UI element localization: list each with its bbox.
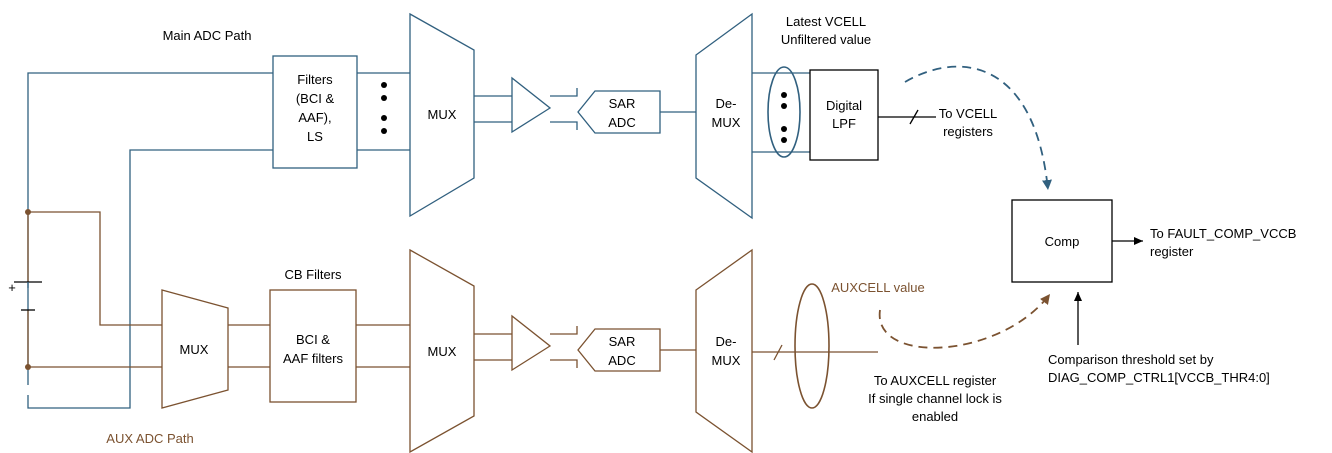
comp-output-line1: To FAULT_COMP_VCCB	[1150, 226, 1296, 241]
cb-filters-box	[269, 289, 357, 403]
main-amplifier	[511, 76, 552, 134]
filters-mux-dots	[381, 82, 387, 134]
vcell-label-line1: Latest VCELL	[786, 14, 866, 29]
to-auxcell-line3: enabled	[912, 409, 958, 424]
main-filters-line3: AAF),	[298, 110, 331, 125]
lpf-line1: Digital	[826, 98, 862, 113]
main-path-title: Main ADC Path	[163, 28, 252, 43]
to-vcell-line1: To VCELL	[939, 106, 998, 121]
aux-mux	[409, 248, 475, 453]
vcell-bus-dots	[781, 92, 787, 143]
main-mux	[409, 12, 475, 218]
to-vcell-line2: registers	[943, 124, 993, 139]
vcell-label-line2: Unfiltered value	[781, 32, 871, 47]
main-filters-line4: LS	[307, 129, 323, 144]
main-filters-line2: (BCI &	[296, 91, 335, 106]
comp-output-line2: register	[1150, 244, 1194, 259]
aux-demux	[695, 248, 753, 453]
battery-plus: +	[8, 280, 16, 295]
aux-input-mux-label: MUX	[180, 342, 209, 357]
auxmux-to-cb-wires	[228, 324, 270, 368]
to-auxcell-line1: To AUXCELL register	[874, 373, 997, 388]
aux-demux-line2: MUX	[712, 353, 741, 368]
auxcell-label: AUXCELL value	[831, 280, 924, 295]
filters-to-mux-wires	[357, 72, 410, 151]
cb-line2: AAF filters	[283, 351, 343, 366]
digital-lpf-block: Digital LPF To VCELL registers	[809, 69, 998, 161]
demux-output-wires	[752, 72, 810, 153]
main-sar-line2: ADC	[608, 115, 635, 130]
main-sar-adc	[577, 90, 661, 134]
amp-to-sar-wires	[550, 88, 578, 130]
cb-line1: BCI &	[296, 332, 330, 347]
main-adc-path: Filters (BCI & AAF), LS MUX SAR ADC De- …	[27, 12, 871, 409]
comparator-block: Comp To FAULT_COMP_VCCB register Compari…	[1011, 199, 1296, 385]
main-demux	[695, 12, 753, 220]
lpf-line2: LPF	[832, 116, 856, 131]
node-top	[25, 209, 31, 215]
cb-to-mux-wires	[356, 324, 410, 368]
aux-bus-slash	[773, 344, 783, 361]
main-input-wire-top	[27, 72, 273, 385]
aux-sar-line2: ADC	[608, 353, 635, 368]
threshold-line1: Comparison threshold set by	[1048, 352, 1214, 367]
aux-amplifier	[511, 314, 552, 372]
to-auxcell-line2: If single channel lock is	[868, 391, 1002, 406]
auxmux-to-amp-wires	[474, 333, 512, 361]
mux-to-amp-wires	[474, 95, 512, 123]
vcell-bus-ellipse	[767, 66, 801, 158]
aux-demux-line1: De-	[716, 334, 737, 349]
auxcell-bus-ellipse	[794, 283, 830, 409]
main-mux-label: MUX	[428, 107, 457, 122]
digital-lpf	[809, 69, 879, 161]
auxcell-to-comp-dashed-arrow	[879, 293, 1051, 349]
threshold-line2: DIAG_COMP_CTRL1[VCCB_THR4:0]	[1048, 370, 1270, 385]
aux-adc-path: MUX CB Filters BCI & AAF filters MUX SAR…	[25, 209, 1002, 453]
node-bottom	[25, 364, 31, 370]
comp-box	[1011, 199, 1113, 283]
main-sar-line1: SAR	[609, 96, 636, 111]
main-filters-box	[272, 55, 358, 169]
aux-input-mux	[161, 289, 229, 409]
cb-filters-title: CB Filters	[284, 267, 342, 282]
aux-path-title: AUX ADC Path	[106, 431, 193, 446]
lpf-bus-slash	[909, 109, 919, 125]
aux-mux-label: MUX	[428, 344, 457, 359]
main-filters-line1: Filters	[297, 72, 333, 87]
aux-amp-to-sar-wires	[550, 326, 578, 368]
aux-sar-adc	[577, 328, 661, 372]
main-input-wire-bottom	[27, 149, 273, 409]
main-demux-line1: De-	[716, 96, 737, 111]
vcell-to-comp-dashed-arrow	[904, 65, 1052, 191]
aux-input-wire-top	[28, 211, 162, 326]
comp-label: Comp	[1045, 234, 1080, 249]
aux-sar-line1: SAR	[609, 334, 636, 349]
main-demux-line2: MUX	[712, 115, 741, 130]
battery-symbol: +	[8, 280, 42, 311]
